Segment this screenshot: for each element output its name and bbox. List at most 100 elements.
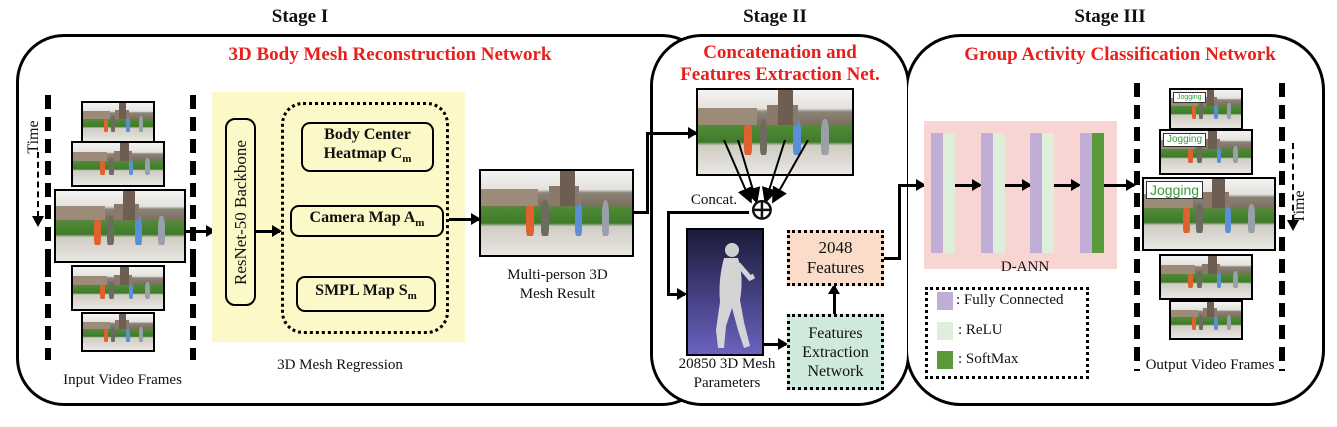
- camera-map-subscript: m: [415, 217, 425, 230]
- relu-layer-3: [1042, 133, 1054, 253]
- scene-shape: [1227, 314, 1231, 330]
- scene-shape: [119, 103, 127, 119]
- scene-shape: [1197, 270, 1202, 289]
- fc-layer-4: [1080, 133, 1092, 253]
- scene-shape: [73, 276, 108, 285]
- mesh-params-caption-line1: 20850 3D Mesh: [678, 356, 776, 372]
- scene-shape: [107, 215, 114, 245]
- fc-layer-2: [981, 133, 993, 253]
- scene-shape: [1197, 145, 1202, 164]
- camera-map-box: Camera Map Am: [290, 205, 444, 237]
- scene-shape: [1188, 270, 1193, 289]
- legend-swatch-fc: [937, 292, 953, 310]
- arrow-to-features: [828, 284, 840, 314]
- scene-shape: [1214, 103, 1218, 120]
- mesh-params-image: [686, 228, 764, 356]
- features-count: 2048: [818, 238, 853, 257]
- arrow-to-backbone: [186, 225, 216, 237]
- stage-3-label: Stage III: [1074, 6, 1146, 27]
- scene-shape: [109, 157, 114, 176]
- arrow-to-concat-image: [646, 127, 698, 139]
- arrow-to-fen: [764, 338, 788, 350]
- scene-shape: [1196, 203, 1203, 233]
- scene-shape: [601, 200, 610, 236]
- scene-shape: [574, 200, 583, 236]
- input-frame-5: [81, 312, 155, 352]
- scene-shape: [1161, 265, 1196, 274]
- relu-layer-1: [943, 133, 955, 253]
- scene-shape: [1211, 179, 1225, 209]
- scene-shape: [139, 116, 143, 133]
- connector-segment: [898, 184, 901, 260]
- features-label: Features: [806, 258, 865, 277]
- arrow-backbone-to-heads: [256, 225, 282, 237]
- input-frames-caption: Input Video Frames: [63, 372, 182, 388]
- scene-shape: [1192, 103, 1196, 120]
- smpl-map-label: SMPL Map S: [315, 282, 408, 300]
- output-frame-4: [1159, 254, 1253, 300]
- activity-tag: Jogging: [1173, 92, 1206, 103]
- scene-shape: [1233, 145, 1238, 164]
- legend-swatch-relu: [937, 322, 953, 340]
- time-arrow-icon: [32, 152, 44, 227]
- fen-label-line1: Features: [808, 324, 863, 342]
- fc-layer-3: [1030, 133, 1042, 253]
- mesh-result-image: [479, 169, 634, 257]
- scene-shape: [744, 119, 752, 155]
- human-mesh-icon: [716, 243, 756, 348]
- time-label-output: Time: [1291, 190, 1308, 224]
- convergence-lines: [723, 140, 809, 204]
- scene-shape: [111, 116, 115, 133]
- concat-symbol-icon: ⊕: [748, 191, 776, 227]
- connector-segment: [667, 211, 670, 295]
- scene-shape: [83, 321, 110, 330]
- scene-shape: [1192, 314, 1196, 330]
- heads-group: [281, 102, 449, 334]
- stage-2-label: Stage II: [743, 6, 807, 27]
- resnet-backbone-box: ResNet-50 Backbone: [225, 118, 256, 306]
- connector-segment: [634, 211, 648, 214]
- scene-shape: [119, 267, 129, 285]
- scene-shape: [526, 200, 534, 236]
- scene-shape: [83, 111, 110, 119]
- scene-shape: [119, 314, 127, 330]
- heatmap-subscript: m: [402, 153, 412, 166]
- scene-shape: [73, 152, 108, 161]
- scene-shape: [481, 189, 539, 207]
- scene-shape: [145, 281, 150, 300]
- output-frame-5: [1169, 300, 1243, 340]
- scene-shape: [104, 116, 108, 133]
- legend-box: [925, 287, 1089, 379]
- connector-segment: [646, 132, 649, 214]
- output-frames-left-divider: [1134, 83, 1140, 371]
- arrow-layer: [1054, 179, 1081, 191]
- legend-fc-label: : Fully Connected: [956, 292, 1064, 308]
- arrow-layer: [955, 179, 982, 191]
- scene-shape: [1248, 203, 1255, 233]
- softmax-layer: [1092, 133, 1104, 253]
- scene-shape: [778, 90, 794, 126]
- input-frame-3: [54, 189, 186, 263]
- mesh-result-caption-line2: Mesh Result: [519, 286, 596, 302]
- smpl-map-subscript: m: [407, 290, 417, 303]
- scene-shape: [109, 281, 114, 300]
- legend-swatch-softmax: [937, 351, 953, 369]
- input-frames-right-divider: [190, 95, 196, 277]
- scene-shape: [104, 326, 108, 342]
- scene-shape: [541, 200, 549, 236]
- stage-3-title: Group Activity Classification Network: [964, 44, 1276, 65]
- scene-shape: [1207, 302, 1215, 318]
- mesh-regression-caption: 3D Mesh Regression: [277, 357, 403, 373]
- scene-shape: [126, 326, 130, 342]
- scene-shape: [56, 206, 105, 221]
- scene-shape: [1183, 203, 1190, 233]
- arrow-to-mesh-params: [667, 288, 687, 300]
- concat-input-image: [696, 88, 854, 176]
- mesh-params-caption-line2: Parameters: [693, 375, 761, 391]
- relu-layer-2: [993, 133, 1005, 253]
- output-frame-1: Jogging: [1169, 88, 1243, 130]
- scene-shape: [1188, 145, 1193, 164]
- scene-shape: [128, 157, 134, 176]
- time-label-input: Time: [25, 120, 42, 154]
- scene-shape: [793, 119, 802, 155]
